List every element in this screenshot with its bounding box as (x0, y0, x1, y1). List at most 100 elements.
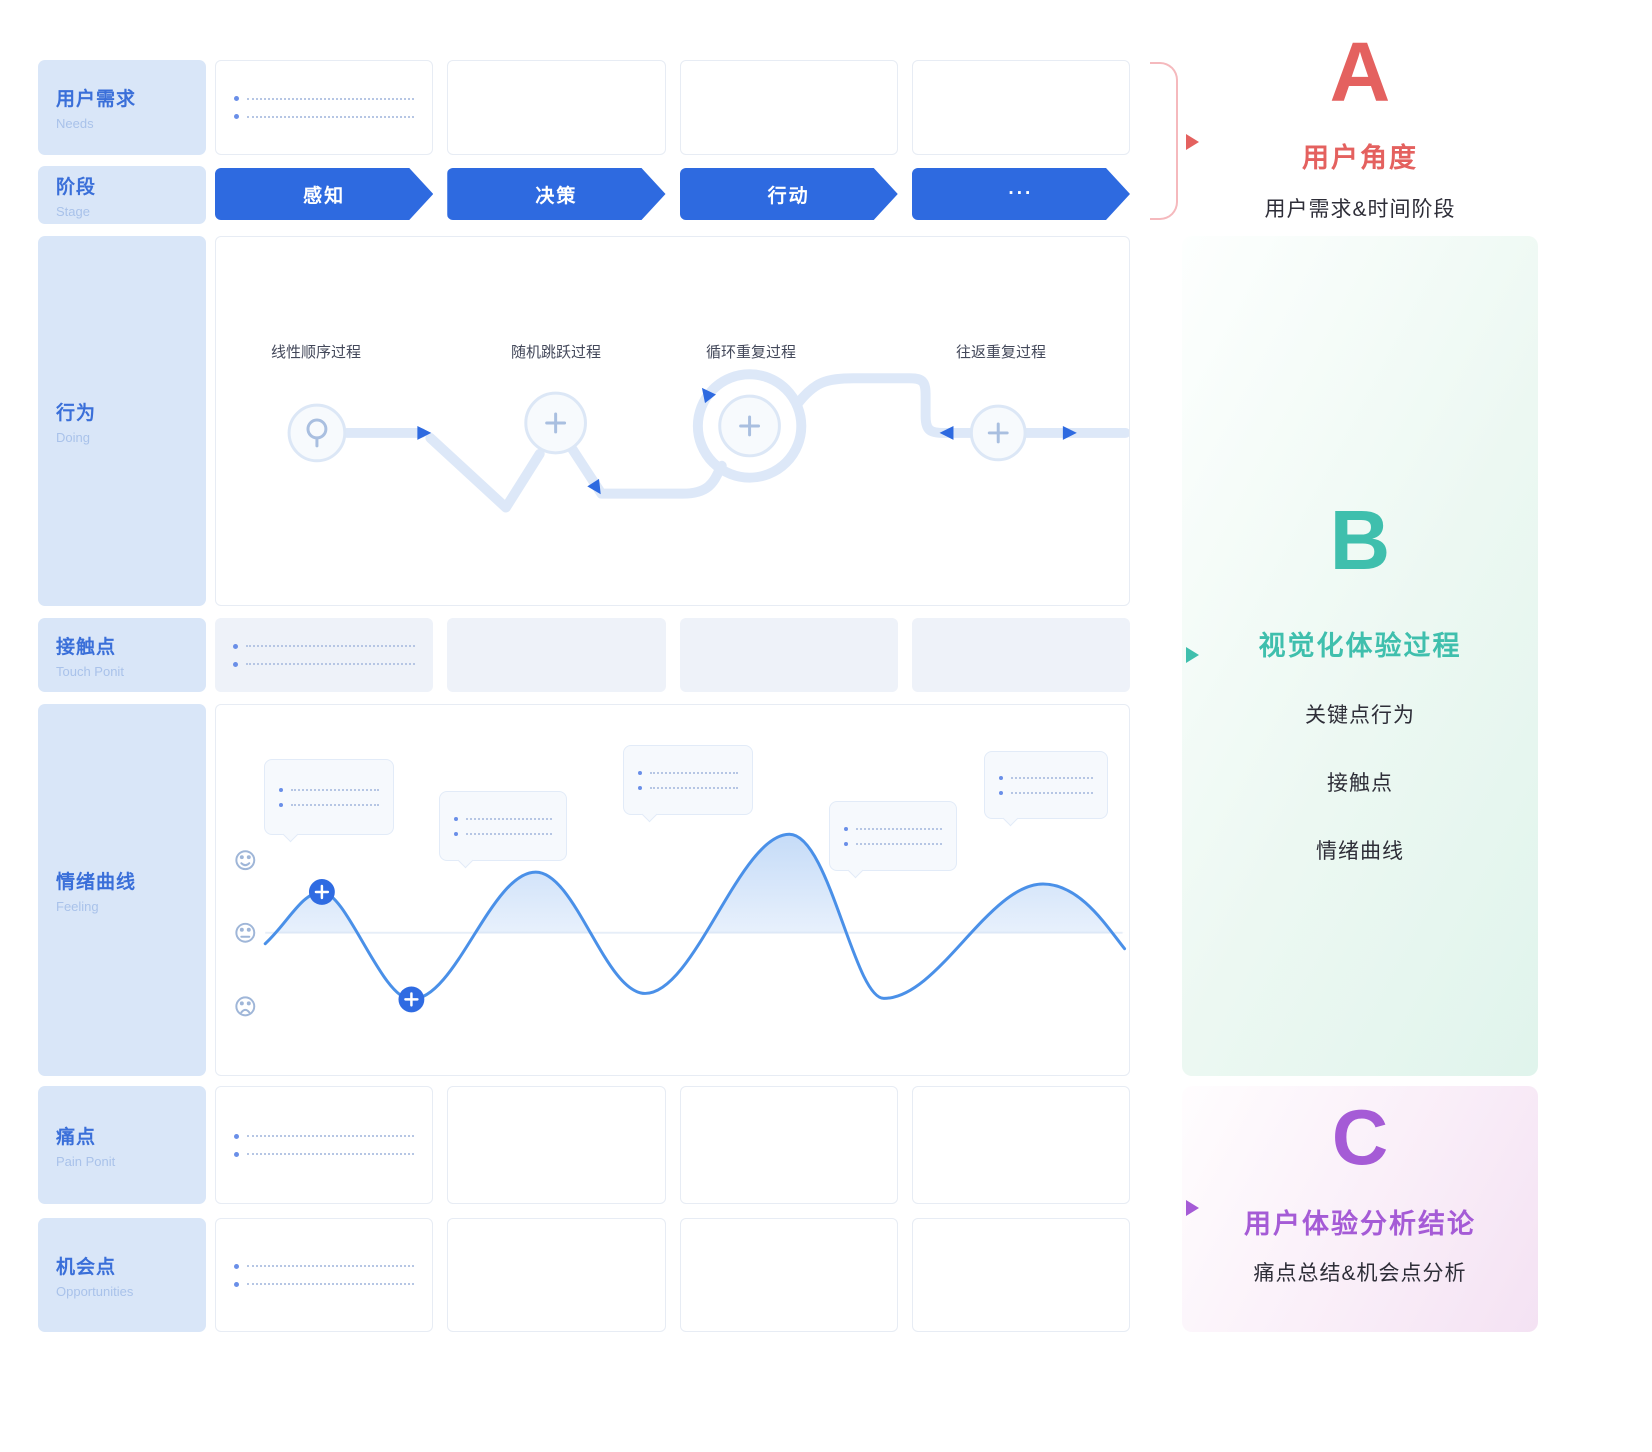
opportunity-card (447, 1218, 666, 1332)
placeholder-notes (215, 618, 433, 692)
stage-arrow: 行动 (680, 168, 898, 220)
letter-c: C (1331, 1093, 1389, 1181)
touch-card (911, 618, 1130, 692)
dotted-placeholder-line (279, 787, 379, 792)
needs-card (447, 60, 666, 155)
process-nodes (287, 391, 1027, 463)
dotted-line (650, 771, 738, 774)
dotted-placeholder-line (233, 643, 416, 649)
loop-path (692, 369, 807, 483)
stage-arrow: ··· (912, 168, 1130, 220)
dotted-line (247, 1265, 415, 1267)
placeholder-notes (216, 1087, 432, 1203)
annotation-b-panel (1182, 236, 1538, 1076)
dotted-line (247, 1135, 415, 1137)
search-icon (306, 418, 328, 448)
annotation-a-arrow-icon (1186, 134, 1199, 150)
touch-card (447, 618, 666, 692)
row-subtitle: Pain Ponit (56, 1153, 116, 1169)
dotted-placeholder-line (234, 1263, 415, 1269)
row-title: 情绪曲线 (56, 871, 137, 893)
node-glyphs (306, 412, 1009, 448)
arrow-left-icon (939, 425, 954, 440)
row-label-pain: 痛点 Pain Ponit (38, 1086, 206, 1204)
bullet-dot (279, 802, 283, 807)
dotted-line (291, 788, 379, 791)
annotation-b-item: 接触点 (1327, 772, 1393, 795)
dotted-line (247, 1153, 415, 1155)
dotted-placeholder-line (234, 96, 415, 101)
dotted-placeholder-line (454, 816, 552, 821)
dotted-placeholder-line (279, 802, 379, 807)
happy-face-icon (235, 850, 256, 871)
row-subtitle: Needs (56, 116, 94, 131)
dotted-placeholder-line (999, 775, 1093, 780)
annotation-b-title: 视觉化体验过程 (1258, 631, 1462, 661)
process-label: 往返重复过程 (955, 344, 1046, 361)
emotion-curve-line (263, 832, 1127, 1001)
annotation-a-desc: 用户需求&时间阶段 (1264, 198, 1456, 221)
annotation-b-arrow-icon (1186, 647, 1199, 663)
placeholder-notes (216, 1219, 432, 1331)
node-circle (287, 403, 347, 463)
arrow-right-icon (417, 425, 432, 440)
bullet-dot (454, 831, 458, 836)
emotion-curve (235, 832, 1127, 1017)
dotted-line (247, 97, 415, 100)
plus-icon (739, 415, 761, 437)
annotation-b: B 视觉化体验过程 关键点行为 接触点 情绪曲线 (1182, 498, 1538, 865)
pain-card (215, 1086, 434, 1204)
bullet-dot (234, 1263, 239, 1269)
stage-arrow: 感知 (215, 168, 433, 220)
letter-a: A (1329, 25, 1391, 119)
dotted-placeholder-line (234, 114, 415, 119)
bullet-dot (844, 826, 848, 831)
emotion-panel (215, 704, 1130, 1076)
dotted-line (466, 817, 552, 820)
dotted-placeholder-line (234, 1281, 415, 1287)
pain-card (679, 1086, 898, 1204)
dotted-placeholder-line (454, 831, 552, 836)
doing-panel: 线性顺序过程 随机跳跃过程 循环重复过程 往返重复过程 (215, 236, 1131, 606)
arrow-right-icon (1062, 425, 1077, 440)
dotted-line (856, 842, 942, 845)
pain-cards-row (215, 1086, 1130, 1204)
dotted-line (247, 115, 415, 118)
annotation-a-title: 用户角度 (1302, 143, 1418, 173)
touch-card (215, 618, 434, 692)
annotation-c-panel (1182, 1086, 1538, 1332)
bullet-dot (279, 787, 283, 792)
row-title: 机会点 (56, 1256, 117, 1278)
dotted-placeholder-line (844, 826, 942, 831)
bullet-dot (234, 96, 239, 101)
bullet-dot (999, 790, 1003, 795)
emotion-note-bubble (623, 745, 753, 815)
dotted-line (246, 663, 416, 665)
bullet-dot (844, 841, 848, 846)
bullet-dot (233, 643, 238, 649)
mood-axis-icons (235, 850, 256, 1017)
annotation-c-title: 用户体验分析结论 (1244, 1209, 1476, 1239)
emotion-note-bubble (264, 759, 394, 835)
annotation-c-desc: 痛点总结&机会点分析 (1253, 1262, 1467, 1285)
emotion-marker-plus (398, 986, 425, 1013)
bullet-dot (234, 1281, 239, 1287)
arrow-down-right-icon (587, 478, 601, 495)
annotation-b-item: 关键点行为 (1305, 704, 1415, 727)
touch-cards-row (215, 618, 1130, 692)
dotted-placeholder-line (233, 661, 416, 667)
bullet-dot (234, 114, 239, 119)
needs-card (679, 60, 898, 155)
neutral-face-icon (235, 922, 256, 943)
bullet-dot (234, 1133, 239, 1139)
row-subtitle: Touch Ponit (56, 663, 124, 679)
bullet-dot (234, 1151, 239, 1157)
opportunity-card (911, 1218, 1130, 1332)
row-subtitle: Opportunities (56, 1283, 134, 1299)
annotation-a-bracket (1150, 62, 1178, 220)
pain-card (911, 1086, 1130, 1204)
emotion-note-bubble (984, 751, 1108, 819)
touch-card (679, 618, 898, 692)
bullet-dot (454, 816, 458, 821)
